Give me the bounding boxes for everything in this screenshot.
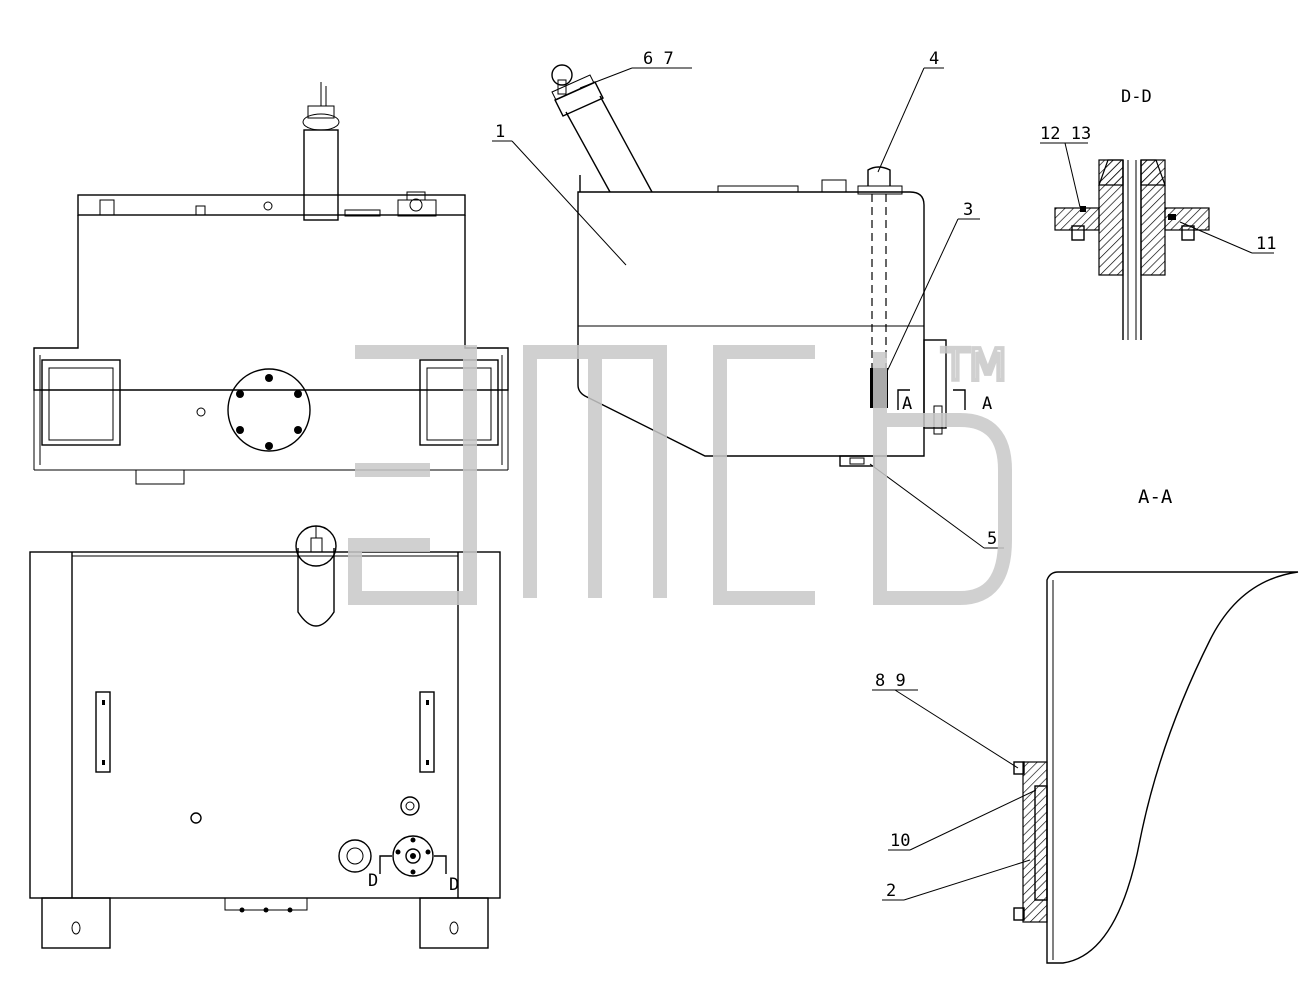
callout-5: 5 [987,529,997,549]
section-a-mark-left: A [902,394,912,414]
watermark-trademark: TM [941,340,1007,391]
section-a-mark-right: A [982,394,992,414]
callout-12-13: 12 13 [1040,124,1091,144]
callout-10: 10 [890,831,910,851]
callout-3: 3 [963,200,973,220]
callouts: 1 2 3 4 5 6 7 8 9 10 11 12 13 [495,49,1276,901]
callout-1: 1 [495,122,505,142]
section-labels: D-D A-A A A D D [368,87,1173,895]
section-d-mark-left: D [368,871,378,891]
section-d-d [1054,159,1210,340]
leader-lines [492,67,1274,901]
section-d-d-title: D-D [1121,87,1152,107]
callout-4: 4 [929,49,939,69]
watermark: TM [348,338,1012,605]
front-view [33,82,509,485]
section-a-a-title: A-A [1138,486,1173,508]
callout-2: 2 [886,881,896,901]
callout-8-9: 8 9 [875,671,906,691]
section-a-a [1013,571,1299,964]
section-d-mark-right: D [449,875,459,895]
callout-11: 11 [1256,234,1276,254]
top-view [29,525,501,949]
callout-6-7: 6 7 [643,49,674,69]
